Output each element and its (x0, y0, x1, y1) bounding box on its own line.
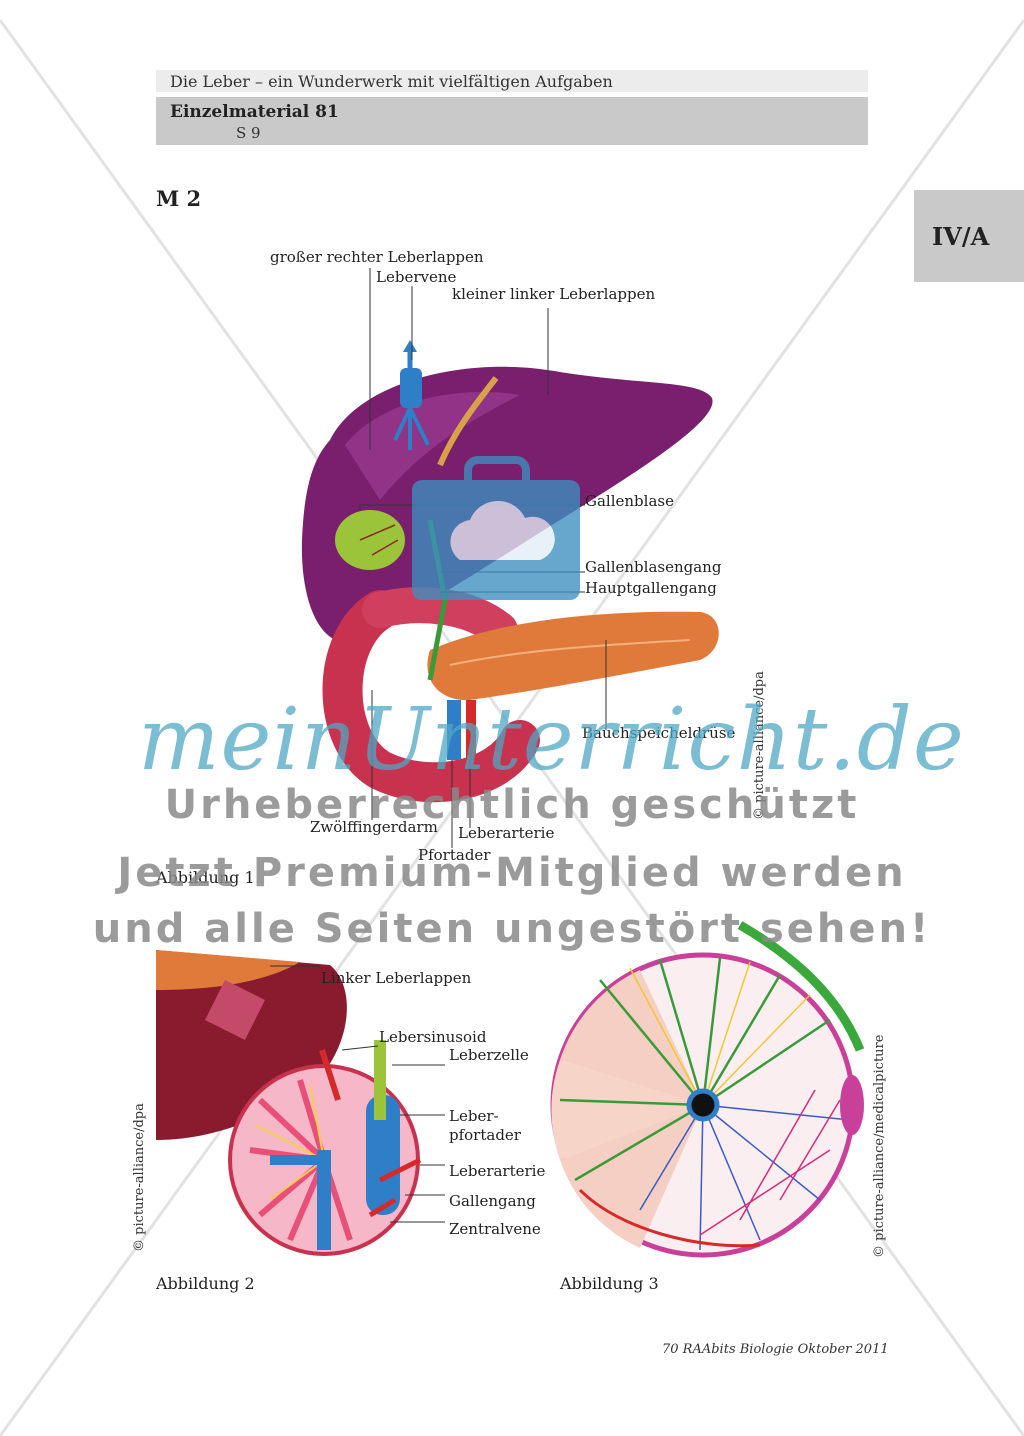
watermark-line2: Jetzt Premium-Mitglied werden (117, 850, 907, 896)
header-subtitle-bar: Die Leber – ein Wunderwerk mit vielfälti… (156, 70, 868, 92)
watermark-line3: und alle Seiten ungestört sehen! (92, 906, 932, 952)
label-left-lobe: Linker Leberlappen (321, 969, 472, 987)
label-small-left-lobe: kleiner linker Leberlappen (452, 285, 656, 303)
figure1-caption: Abbildung 1 (156, 868, 255, 887)
label-liver-vein: Lebervene (376, 268, 457, 286)
label-big-right-lobe: großer rechter Leberlappen (270, 248, 484, 266)
label-central-vein: Zentralvene (449, 1220, 541, 1238)
label-portal-vein-line2: pfortader (449, 1126, 521, 1144)
figure2-caption: Abbildung 2 (156, 1274, 255, 1293)
label-pancreas: Bauchspeicheldrüse (582, 724, 736, 742)
header-subtitle: Die Leber – ein Wunderwerk mit vielfälti… (170, 72, 613, 91)
label-liver-cell: Leberzelle (449, 1046, 529, 1064)
page-reference: S 9 (236, 124, 261, 142)
material-title: Einzelmaterial 81 (170, 102, 339, 122)
section-label: M 2 (156, 186, 202, 211)
label-portal-vein: Pfortader (418, 846, 491, 864)
label-main-bile-duct: Hauptgallengang (585, 579, 717, 597)
label-sinusoid: Lebersinusoid (379, 1028, 487, 1046)
watermark-brand: meinUnterricht.de (138, 690, 965, 790)
side-tab-label: IV/A (932, 222, 990, 251)
page-footer: 70 RAAbits Biologie Oktober 2011 (662, 1342, 889, 1357)
watermark-line1: Urheberrechtlich geschützt (164, 782, 860, 828)
label-portal-vein-line1: Leber- (449, 1107, 499, 1125)
label-bile-duct: Gallengang (449, 1192, 536, 1210)
label-hepatic-artery-2: Leberarterie (449, 1162, 546, 1180)
header-material-bar: Einzelmaterial 81 S 9 (156, 97, 868, 145)
label-hepatic-artery: Leberarterie (458, 824, 555, 842)
label-gallbladder: Gallenblase (585, 492, 674, 510)
side-tab: IV/A (914, 190, 1024, 282)
label-duodenum: Zwölffingerdarm (310, 818, 438, 836)
figure3-caption: Abbildung 3 (560, 1274, 659, 1293)
label-cystic-duct: Gallenblasengang (585, 558, 722, 576)
